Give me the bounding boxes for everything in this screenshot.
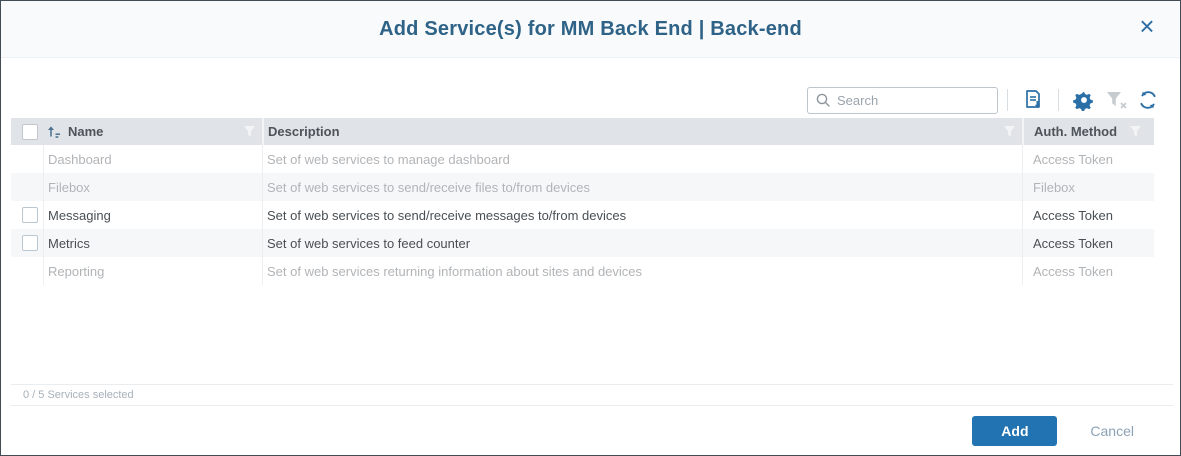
grid-toolbar bbox=[1, 58, 1180, 118]
row-description: Set of web services to feed counter bbox=[262, 229, 1022, 257]
toolbar-divider bbox=[1007, 89, 1008, 111]
row-name: Metrics bbox=[43, 229, 262, 257]
select-all-cell bbox=[11, 118, 43, 145]
search-box[interactable] bbox=[807, 86, 998, 114]
cancel-button[interactable]: Cancel bbox=[1090, 423, 1134, 439]
row-name: Dashboard bbox=[43, 145, 262, 173]
row-auth-method: Access Token bbox=[1022, 145, 1154, 173]
dialog-actions: Add Cancel bbox=[1, 416, 1180, 446]
select-all-checkbox[interactable] bbox=[22, 123, 38, 140]
export-icon[interactable] bbox=[1020, 87, 1046, 113]
column-header-name[interactable]: Name bbox=[43, 118, 262, 145]
row-name: Filebox bbox=[43, 173, 262, 201]
dialog-header: Add Service(s) for MM Back End | Back-en… bbox=[1, 1, 1180, 58]
row-auth-method: Access Token bbox=[1022, 257, 1154, 285]
filter-icon[interactable] bbox=[1003, 125, 1016, 138]
selection-status: 0 / 5 Services selected bbox=[23, 389, 134, 401]
row-auth-method: Access Token bbox=[1022, 229, 1154, 257]
gear-icon[interactable] bbox=[1071, 87, 1097, 113]
row-checkbox-cell bbox=[11, 145, 43, 173]
column-header-description[interactable]: Description bbox=[262, 118, 1022, 145]
toolbar-divider bbox=[1058, 89, 1059, 111]
services-table: Name Description Auth. Method bbox=[11, 118, 1173, 406]
filter-icon[interactable] bbox=[1129, 125, 1142, 138]
row-description: Set of web services returning informatio… bbox=[262, 257, 1022, 285]
table-empty-area bbox=[11, 285, 1154, 384]
dialog-title: Add Service(s) for MM Back End | Back-en… bbox=[379, 17, 802, 40]
table-header-row: Name Description Auth. Method bbox=[11, 118, 1154, 145]
column-label: Auth. Method bbox=[1034, 124, 1118, 139]
row-name: Messaging bbox=[43, 201, 262, 229]
row-auth-method: Filebox bbox=[1022, 173, 1154, 201]
table-footer: 0 / 5 Services selected bbox=[11, 384, 1173, 406]
row-checkbox-cell bbox=[11, 173, 43, 201]
filter-clear-icon[interactable] bbox=[1103, 87, 1129, 113]
row-checkbox[interactable] bbox=[22, 235, 38, 251]
search-icon bbox=[816, 93, 830, 107]
row-description: Set of web services to manage dashboard bbox=[262, 145, 1022, 173]
row-description: Set of web services to send/receive mess… bbox=[262, 201, 1022, 229]
search-input[interactable] bbox=[837, 92, 989, 108]
row-checkbox-cell bbox=[11, 201, 43, 229]
column-label: Description bbox=[268, 124, 340, 139]
add-button[interactable]: Add bbox=[972, 416, 1058, 446]
row-description: Set of web services to send/receive file… bbox=[262, 173, 1022, 201]
row-checkbox-cell bbox=[11, 229, 43, 257]
filter-icon[interactable] bbox=[243, 125, 256, 138]
row-checkbox-cell bbox=[11, 257, 43, 285]
column-label: Name bbox=[68, 124, 104, 139]
row-name: Reporting bbox=[43, 257, 262, 285]
row-auth-method: Access Token bbox=[1022, 201, 1154, 229]
close-icon[interactable]: × bbox=[1139, 11, 1155, 41]
refresh-icon[interactable] bbox=[1135, 87, 1161, 113]
sort-ascending-icon[interactable] bbox=[47, 125, 61, 138]
column-header-auth-method[interactable]: Auth. Method bbox=[1022, 118, 1154, 145]
row-checkbox[interactable] bbox=[22, 207, 38, 223]
